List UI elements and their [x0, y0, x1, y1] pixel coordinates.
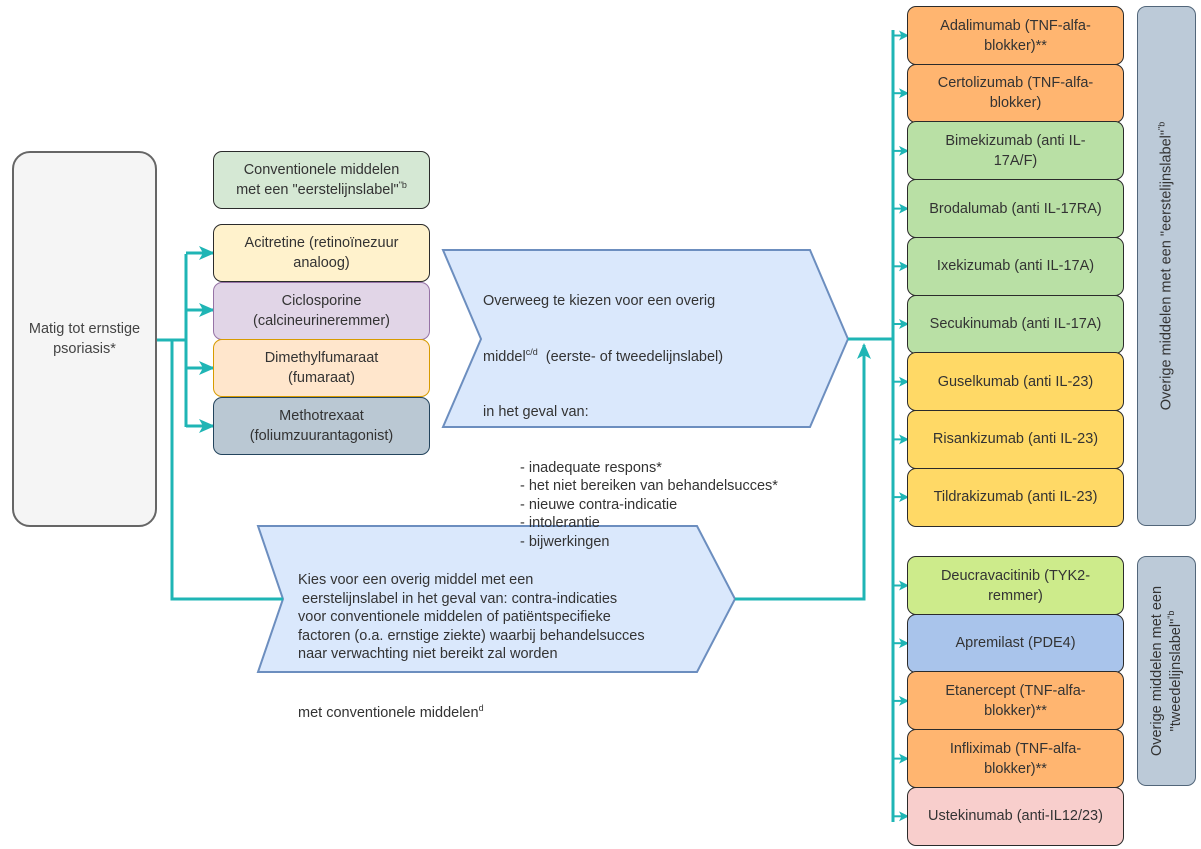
- drug-box-ixekizumab[interactable]: Ixekizumab (anti IL-17A): [907, 236, 1124, 296]
- drug-name-continued: (foliumzuurantagonist): [249, 427, 394, 444]
- drug-box-brodalumab[interactable]: Brodalumab (anti IL-17RA): [907, 179, 1124, 239]
- consider-line3: in het geval van:: [483, 404, 589, 420]
- drug-name: Deucravacitinib (TYK2-: [940, 567, 1091, 584]
- first-line-label-sup: "b: [1156, 121, 1167, 130]
- drug-name: Tildrakizumab (anti IL-23): [933, 489, 1098, 506]
- connector-choose-to-merge: [735, 343, 871, 601]
- choose-chevron-text: Kies voor een overig middel met een eers…: [298, 534, 645, 741]
- drug-name: Ixekizumab (anti IL-17A): [936, 258, 1095, 275]
- consider-bullet: - inadequate respons*: [520, 459, 662, 476]
- drug-name: Methotrexaat: [279, 407, 364, 424]
- second-line-label-line2-text: "tweedelijnslabel": [1167, 618, 1184, 732]
- drug-name-continued: blokker)**: [984, 760, 1047, 777]
- connector-start-to-choose: [170, 340, 283, 601]
- drug-name-continued: analoog): [293, 255, 350, 271]
- drug-box-guselkumab[interactable]: Guselkumab (anti IL-23): [907, 352, 1124, 412]
- drug-box-apremilast[interactable]: Apremilast (PDE4): [907, 613, 1124, 673]
- consider-bullets: - inadequate respons* - het niet bereiken…: [483, 459, 778, 552]
- drug-box-secukinumab[interactable]: Secukinumab (anti IL-17A): [907, 294, 1124, 354]
- drug-name: Bimekizumab (anti IL-: [945, 132, 1086, 149]
- choose-last-line: met conventionele middelend: [298, 702, 645, 723]
- conventional-header-line2-text: met een "eerstelijnslabel": [236, 182, 399, 198]
- choose-line: factoren (o.a. ernstige ziekte) waarbij …: [298, 627, 645, 644]
- drug-box-certolizumab[interactable]: Certolizumab (TNF-alfa-blokker): [907, 63, 1124, 123]
- drug-box-etanercept[interactable]: Etanercept (TNF-alfa-blokker)**: [907, 671, 1124, 731]
- drug-name: Etanercept (TNF-alfa-: [945, 682, 1086, 699]
- drug-box-dimethylfumaraat[interactable]: Dimethylfumaraat (fumaraat): [213, 339, 430, 397]
- consider-line2-pre: middel: [483, 348, 526, 365]
- consider-chevron-text: Overweeg te kiezen voor een overig midde…: [483, 255, 778, 570]
- start-node-label-line2: psoriasis*: [53, 341, 116, 357]
- drug-name: Acitretine (retinoïnezuur: [244, 235, 399, 251]
- drug-name-continued: blokker)**: [984, 702, 1047, 719]
- drug-box-risankizumab[interactable]: Risankizumab (anti IL-23): [907, 409, 1124, 469]
- consider-bullet: - intolerantie: [520, 515, 600, 531]
- drug-name-continued: blokker)**: [984, 37, 1047, 54]
- first-line-label-text: Overige middelen met een "eerstelijnslab…: [1158, 129, 1174, 411]
- consider-chevron-shape: [441, 249, 850, 428]
- conventional-header-line2: met een "eerstelijnslabel""b: [236, 180, 407, 200]
- second-line-group-label-text: Overige middelen met een "tweedelijnslab…: [1148, 586, 1186, 756]
- drug-name: Adalimumab (TNF-alfa-: [940, 17, 1091, 34]
- consider-bullet: - bijwerkingen: [520, 533, 610, 550]
- first-line-group-label: Overige middelen met een "eerstelijnslab…: [1137, 6, 1196, 526]
- choose-last-sup: d: [478, 702, 484, 713]
- choose-line: naar verwachting niet bereikt zal worden: [298, 646, 558, 662]
- drug-name-continued: blokker): [989, 95, 1042, 112]
- drug-name: Dimethylfumaraat: [264, 350, 379, 366]
- drug-box-bimekizumab[interactable]: Bimekizumab (anti IL- 17A/F): [907, 121, 1124, 181]
- second-line-label-sup: "b: [1165, 610, 1176, 619]
- drug-name: Guselkumab (anti IL-23): [937, 373, 1094, 390]
- choose-last-line-text: met conventionele middelen: [298, 704, 479, 721]
- second-line-label-line1: Overige middelen met een: [1148, 585, 1165, 757]
- conventional-header: Conventionele middelen met een "eersteli…: [213, 151, 430, 209]
- drug-name-continued: remmer): [988, 587, 1043, 604]
- start-node-label-line1: Matig tot ernstige: [28, 321, 141, 337]
- consider-line2: middelc/d (eerste- of tweedelijnslabel): [483, 346, 778, 367]
- drug-box-tildrakizumab[interactable]: Tildrakizumab (anti IL-23): [907, 467, 1124, 527]
- choose-lines: Kies voor een overig middel met een eers…: [298, 571, 645, 664]
- drug-name: Risankizumab (anti IL-23): [932, 431, 1099, 448]
- drug-box-deucravacitinib[interactable]: Deucravacitinib (TYK2- remmer): [907, 556, 1124, 615]
- start-node[interactable]: Matig tot ernstige psoriasis*: [12, 151, 157, 527]
- drug-name: Apremilast (PDE4): [955, 635, 1076, 652]
- conventional-header-sup: "b: [398, 180, 407, 191]
- drug-name-continued: 17A/F): [993, 152, 1038, 169]
- consider-bullet: - het niet bereiken van behandelsucces*: [520, 478, 778, 494]
- drug-box-acitretine[interactable]: Acitretine (retinoïnezuur analoog): [213, 224, 430, 282]
- drug-name: Infliximab (TNF-alfa-: [949, 740, 1082, 757]
- second-line-group-label: Overige middelen met een "tweedelijnslab…: [1137, 556, 1196, 786]
- choose-line: voor conventionele middelen of patiëntsp…: [298, 609, 611, 625]
- choose-line: eerstelijnslabel in het geval van: contr…: [298, 590, 618, 607]
- consider-bullet: - nieuwe contra-indicatie: [520, 496, 678, 513]
- consider-line2-post: (eerste- of tweedelijnslabel): [537, 348, 724, 365]
- drug-name: Brodalumab (anti IL-17RA): [929, 200, 1102, 217]
- consider-line1: Overweeg te kiezen voor een overig: [483, 293, 716, 309]
- drug-box-ustekinumab[interactable]: Ustekinumab (anti-IL12/23): [907, 786, 1124, 846]
- drug-name: Secukinumab (anti IL-17A): [929, 316, 1102, 332]
- drug-box-adalimumab[interactable]: Adalimumab (TNF-alfa-blokker)**: [907, 6, 1124, 65]
- drug-box-infliximab[interactable]: Infliximab (TNF-alfa-blokker)**: [907, 729, 1124, 789]
- choose-line: Kies voor een overig middel met een: [298, 572, 534, 588]
- drug-name-continued: (calcineurineremmer): [253, 312, 390, 329]
- drug-box-ciclosporine[interactable]: Ciclosporine (calcineurineremmer): [213, 281, 430, 340]
- first-line-group-label-text: Overige middelen met een "eerstelijnslab…: [1156, 121, 1176, 411]
- drug-name: Ciclosporine: [281, 292, 362, 309]
- drug-name-continued: (fumaraat): [288, 370, 355, 386]
- drug-name: Certolizumab (TNF-alfa-: [937, 75, 1094, 92]
- conventional-header-line1: Conventionele middelen: [243, 162, 400, 178]
- drug-box-methotrexaat[interactable]: Methotrexaat (foliumzuurantagonist): [213, 396, 430, 455]
- drug-name: Ustekinumab (anti-IL12/23): [928, 808, 1103, 825]
- second-line-label-line2: "tweedelijnslabel""b: [1165, 586, 1186, 756]
- consider-line2-sup: c/d: [525, 346, 538, 357]
